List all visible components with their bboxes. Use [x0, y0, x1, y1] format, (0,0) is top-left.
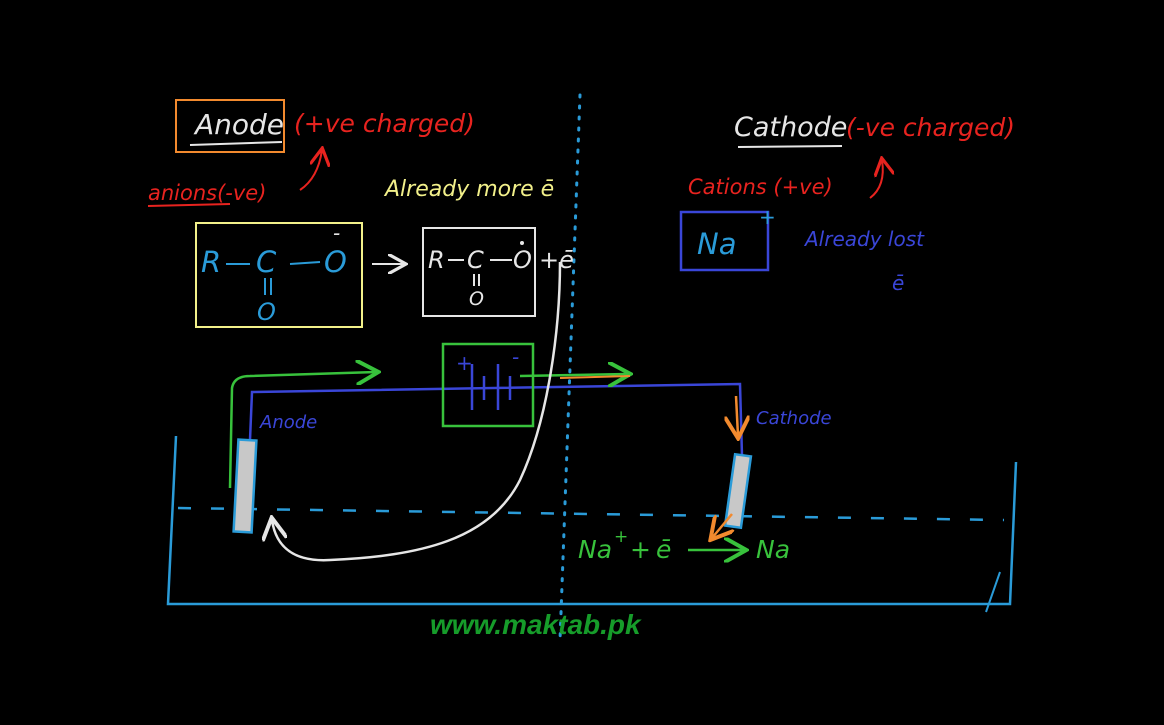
external-wire — [248, 382, 744, 457]
anode-attraction-arrow — [299, 150, 322, 191]
radical-o: O — [513, 246, 532, 274]
cell-container — [166, 435, 1018, 606]
cathode-electrode-label: Cathode — [756, 408, 832, 429]
electron-flow-top-arrow-orange — [559, 375, 631, 379]
electron-flow-anode-arrow — [228, 372, 376, 489]
radical-r: R — [428, 246, 445, 274]
electron-return-path — [272, 261, 562, 562]
ion-o: O — [324, 245, 347, 279]
anode-title-box — [175, 99, 285, 153]
sodium-ion-charge: + — [759, 205, 776, 229]
cathode-to-electrolyte-arrow — [712, 513, 732, 538]
radical-c: C — [467, 246, 484, 274]
ion-c: C — [256, 245, 277, 279]
anode-title: Anode — [193, 108, 284, 141]
sodium-ion-box — [679, 210, 770, 272]
released-electron: +ē — [539, 246, 574, 274]
ion-charge: - — [333, 221, 340, 245]
anode-charge: (+ve charged) — [294, 109, 475, 138]
battery-plus: + — [456, 351, 473, 375]
sodium-ion-symbol: Na — [697, 227, 736, 261]
reaction-plus: + — [630, 535, 651, 564]
carboxylate-ion-box — [195, 222, 363, 328]
radical-bottom-o: O — [469, 288, 484, 310]
radical-dot — [520, 241, 524, 245]
anode-note: Already more ē — [383, 177, 554, 202]
electrolyte-surface — [177, 506, 1005, 522]
cathode-title-underline — [737, 145, 843, 148]
cathode-note-line2: ē — [892, 271, 904, 295]
cathode-charge: (-ve charged) — [846, 113, 1015, 142]
anode-ions-underline — [147, 203, 231, 207]
ion-bond-2 — [289, 261, 321, 265]
ion-r: R — [201, 245, 221, 279]
ion-bottom-o: O — [257, 298, 276, 326]
cathode-ions: Cations (+ve) — [688, 175, 833, 199]
reaction-na-ion: Na — [578, 535, 612, 564]
cathode-attraction-arrow — [869, 160, 883, 199]
reaction-na-charge: + — [614, 527, 628, 547]
anode-ions: anions(-ve) — [148, 181, 266, 205]
reaction-electron: ē — [656, 535, 671, 564]
anode-title-underline — [189, 141, 283, 146]
electron-flow-top-arrow — [519, 374, 628, 376]
cell-container-mark — [985, 571, 1001, 613]
site-watermark: www.maktab.pk — [430, 609, 642, 640]
reaction-na-metal: Na — [756, 535, 790, 564]
battery-box — [441, 342, 535, 428]
radical-box — [422, 227, 536, 317]
cathode-title: Cathode — [734, 112, 847, 143]
anode-electrode-label: Anode — [259, 412, 317, 433]
cathode-down-arrow — [736, 395, 738, 436]
center-divider — [558, 93, 582, 642]
battery-minus: - — [512, 345, 519, 369]
cathode-note-line1: Already lost — [803, 227, 925, 251]
anode-electrode — [232, 438, 258, 534]
